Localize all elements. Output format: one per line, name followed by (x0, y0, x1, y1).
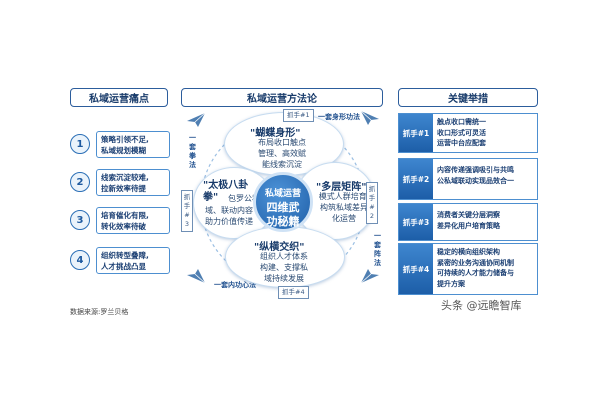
method-label-left: 一套拳法 (189, 134, 196, 169)
list-item: 稳定的横向组织架构 (437, 248, 500, 256)
header-key-measures: 关键举措 (398, 88, 538, 107)
pain-text: 组织转型叠障, 人才挑战凸显 (96, 247, 170, 274)
header-pain-points: 私域运营痛点 (70, 88, 168, 107)
watermark: 头条 @远瞻智库 (441, 299, 522, 312)
petal-bottom (225, 226, 345, 288)
pain-text: 策略引领不足, 私域规划模糊 (96, 131, 170, 158)
paper-plane-icon (360, 110, 379, 125)
pain-point-1: 1 策略引领不足, 私域规划模糊 (70, 130, 170, 160)
petal-top-title: "蝴蝶身形" (250, 128, 301, 139)
list-item: 差异化用户培育策略 (437, 221, 500, 230)
grip-tag-1: 抓手#1 (283, 109, 314, 122)
pain-point-2: 2 线索沉淀较难, 拉新效率待提 (70, 168, 170, 198)
list-item: 内容传递强调吸引与共鸣 (437, 166, 514, 174)
paper-plane-icon (187, 112, 206, 127)
pain-number: 3 (70, 210, 90, 230)
paper-plane-icon (187, 269, 206, 284)
petal-bottom-text: 组织人才体系 构建、支撑私 域持续发展 (260, 252, 308, 283)
list-item: 紧密的业务沟通协同机制 (437, 258, 514, 267)
data-source: 数据来源:罗兰贝格 (70, 308, 129, 316)
measure-group-2: 抓手#2 内容传递强调吸引与共鸣 公私域联动实现品效合一 (398, 158, 538, 200)
petal-right-text: 模式人群培育, 构筑私域差异 化运营 (318, 192, 370, 223)
petal-right-title: "多层矩阵" (316, 182, 367, 193)
list-item: 触点收口需统一 (437, 118, 486, 126)
pain-point-4: 4 组织转型叠障, 人才挑战凸显 (70, 246, 170, 276)
measure-group-3: 抓手#3 消费者关键分层洞察 差异化用户培育策略 (398, 203, 538, 241)
measure-group-1: 抓手#1 触点收口需统一 收口形式可灵活 运营中台应配套 (398, 113, 538, 153)
pain-number: 4 (70, 250, 90, 270)
paper-plane-icon (360, 269, 379, 284)
header-methodology: 私域运营方法论 (181, 88, 383, 107)
list-item: 收口形式可灵活 (437, 128, 486, 137)
list-item: 运营中台应配套 (437, 139, 486, 147)
measure-group-4: 抓手#4 稳定的横向组织架构 紧密的业务沟通协同机制 可持续的人才能力储备与 提… (398, 243, 538, 295)
method-label-right: 一套阵法 (374, 232, 381, 267)
petal-left-text-first: 包罗公私 (228, 194, 260, 203)
list-item: 可持续的人才能力储备与 (437, 269, 514, 277)
pain-point-3: 3 培育催化有限, 转化效率待破 (70, 206, 170, 236)
petal-top-text: 布局收口触点 管理、高效赋 能线索沉淀 (258, 138, 306, 169)
list-item: 消费者关键分层洞察 (437, 211, 500, 219)
pain-number: 1 (70, 134, 90, 154)
pain-text: 培育催化有限, 转化效率待破 (96, 207, 170, 234)
pain-text: 线索沉淀较难, 拉新效率待提 (96, 169, 170, 196)
petal-left-text: 域、联动内容 助力价值传递 (205, 206, 253, 226)
petal-left-title: "太极八卦 拳" (203, 180, 249, 203)
measure-label: 抓手#3 (399, 204, 433, 240)
petal-bottom-title: "纵横交织" (254, 242, 305, 253)
grip-tag-3: 抓手#3 (181, 190, 193, 232)
measure-label: 抓手#4 (399, 244, 433, 294)
grip-tag-4: 抓手#4 (278, 286, 309, 299)
pain-number: 2 (70, 172, 90, 192)
core-circle: 私域运营 四维武 功秘籍 (253, 172, 313, 232)
list-item: 提升方案 (437, 279, 465, 288)
grip-tag-2: 抓手#2 (366, 182, 378, 224)
method-label-top: 一套身形功法 (318, 113, 360, 121)
list-item: 公私域联动实现品效合一 (437, 176, 514, 185)
method-label-bottom: 一套内功心法 (214, 281, 256, 289)
measure-label: 抓手#1 (399, 114, 433, 152)
measure-label: 抓手#2 (399, 159, 433, 199)
